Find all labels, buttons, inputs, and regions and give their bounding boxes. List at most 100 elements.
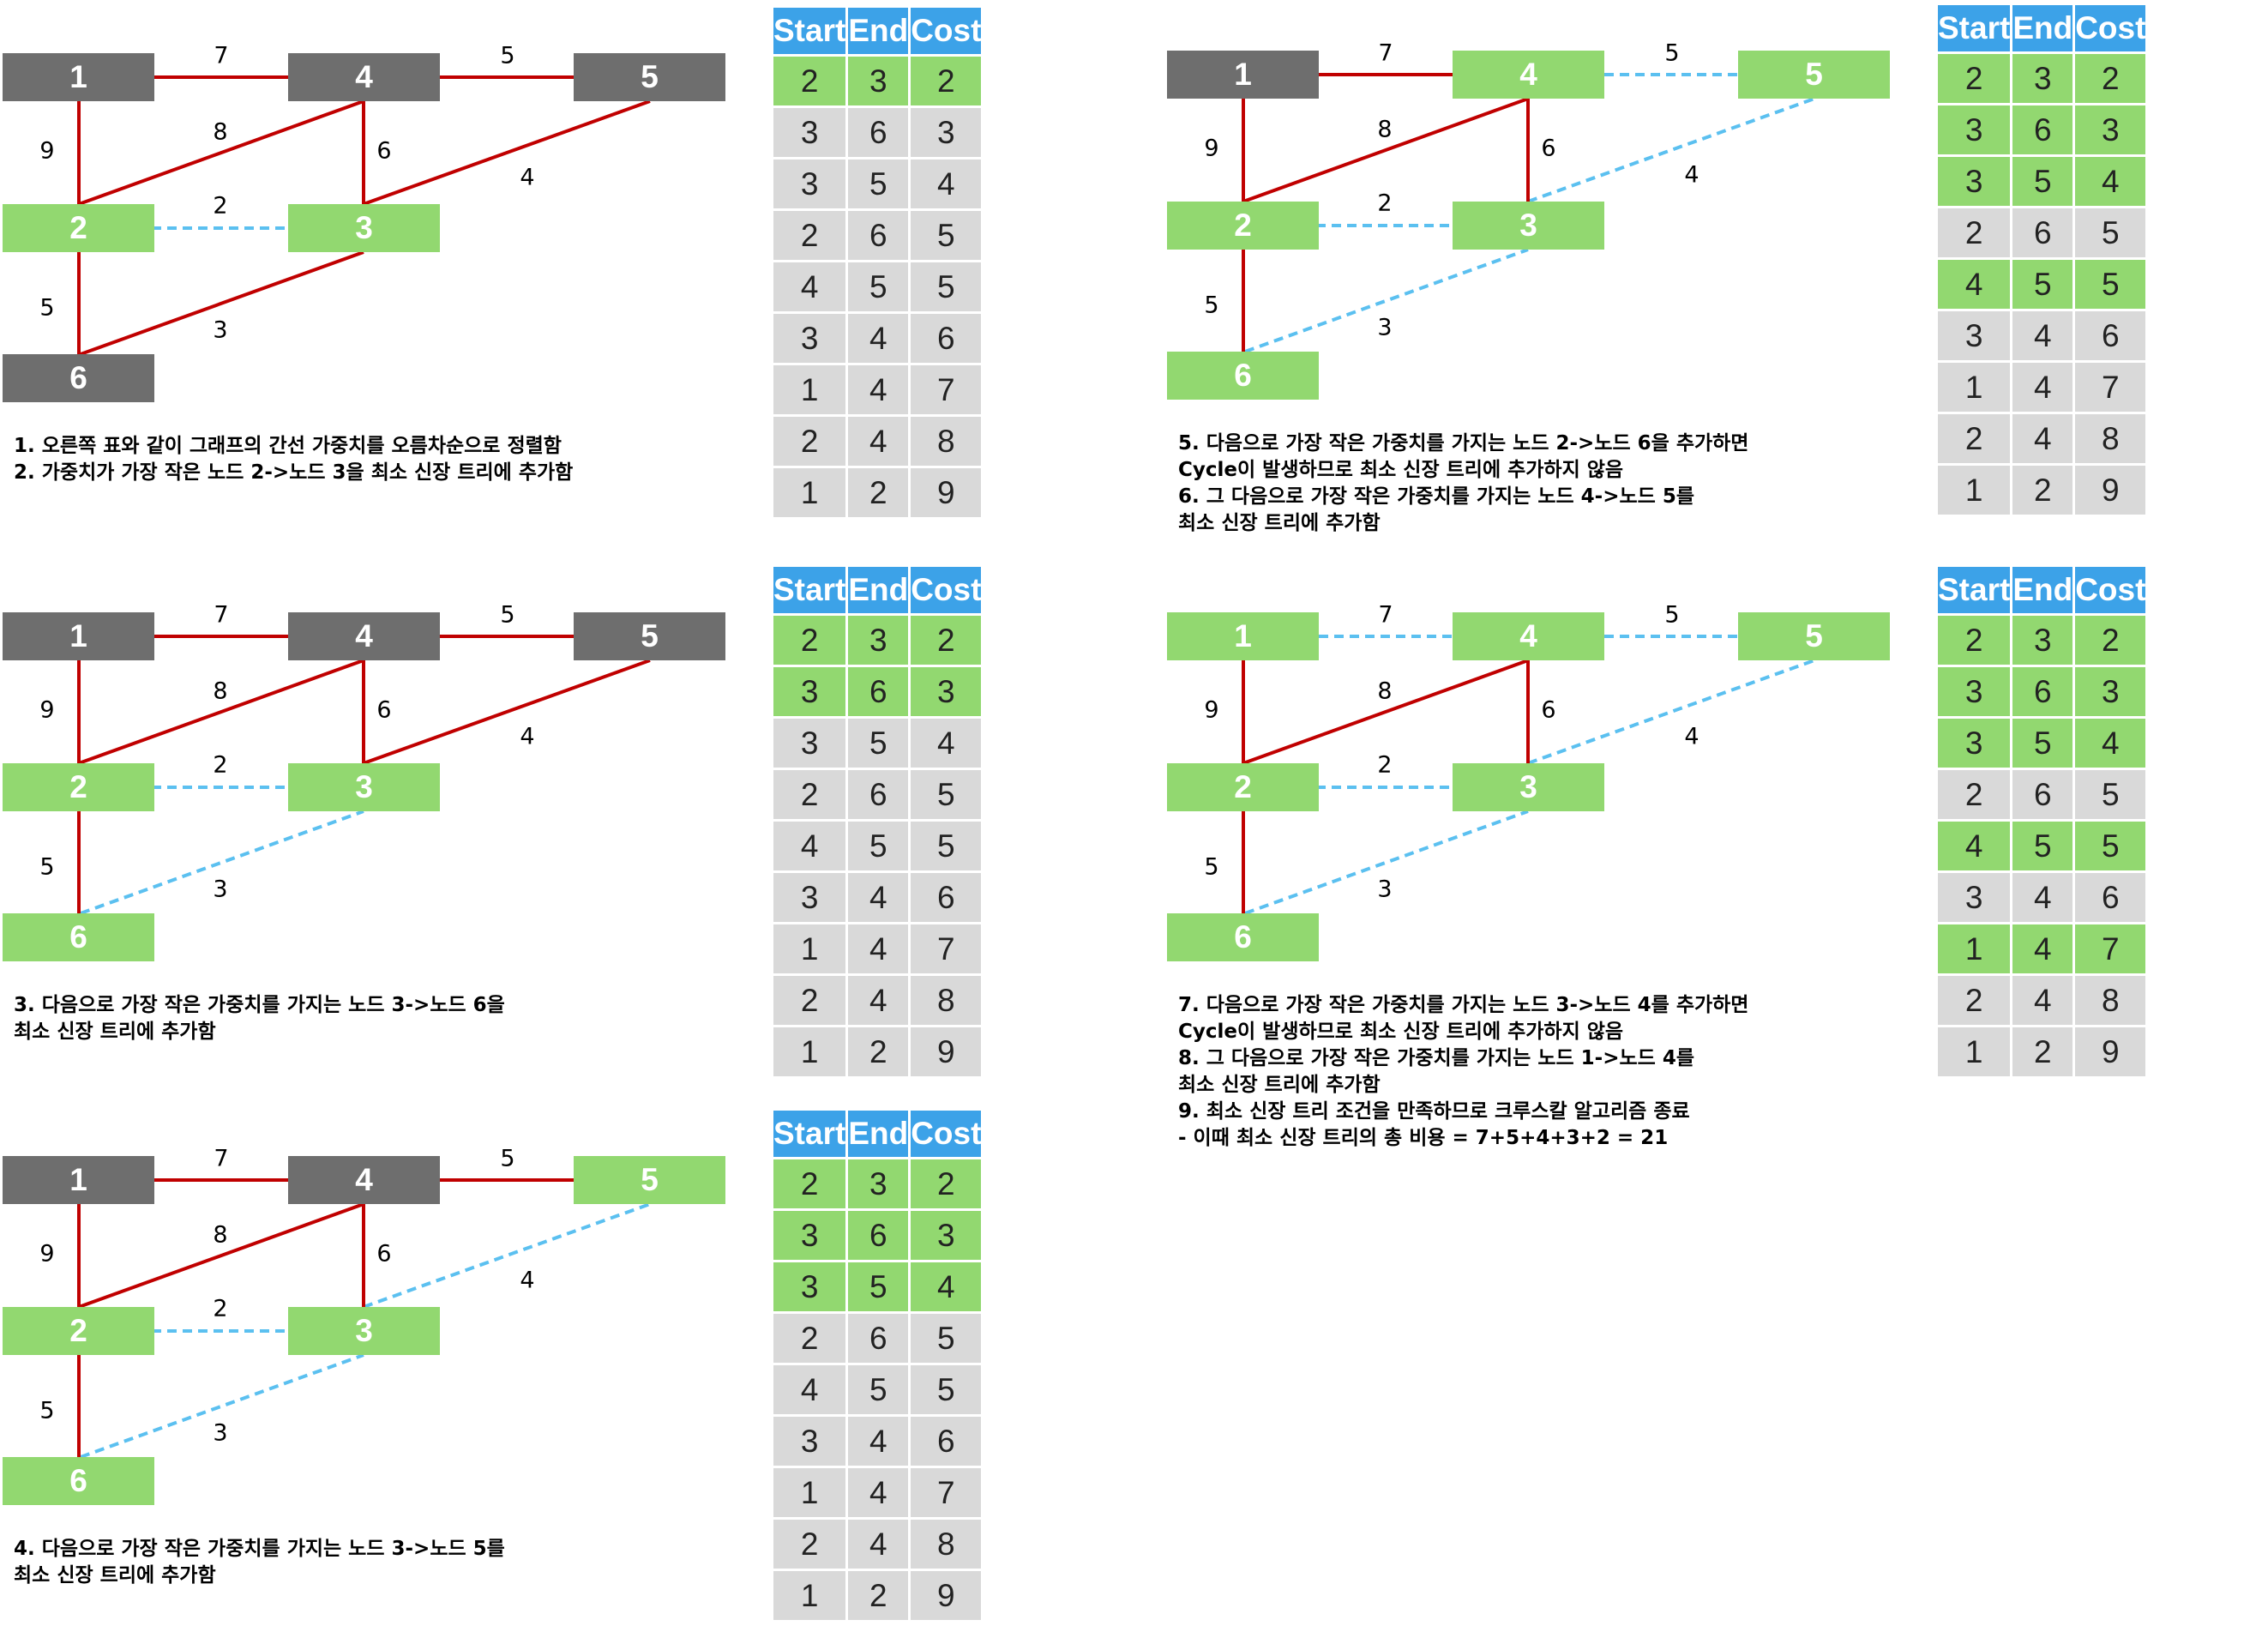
- cell-end: 4: [2012, 976, 2073, 1025]
- node-1: 1: [3, 1156, 154, 1204]
- cell-cost: 3: [2075, 667, 2146, 716]
- cell-cost: 5: [911, 1365, 982, 1414]
- cell-start: 3: [773, 1417, 846, 1466]
- node-1: 1: [1167, 612, 1319, 660]
- graph-edges: [77, 1178, 651, 1459]
- edge-2-4: [1242, 97, 1529, 203]
- cell-start: 3: [773, 314, 846, 363]
- cell-start: 3: [773, 108, 846, 157]
- cell-cost: 5: [2075, 260, 2146, 309]
- cell-cost: 2: [911, 616, 982, 665]
- cell-end: 4: [848, 924, 909, 973]
- cell-start: 2: [773, 770, 846, 819]
- description-line: - 이때 최소 신장 트리의 총 비용 = 7+5+4+3+2 = 21: [1178, 1127, 1669, 1149]
- cell-end: 6: [848, 667, 909, 716]
- cell-cost: 4: [911, 719, 982, 768]
- edge-weight-2-4: 8: [213, 677, 228, 705]
- description-line: 최소 신장 트리에 추가함: [1178, 1074, 1381, 1096]
- edge-weight-1-4: 7: [214, 601, 229, 629]
- cell-start: 2: [1938, 976, 2011, 1025]
- description-line: 1. 오른쪽 표와 같이 그래프의 간선 가중치를 오름차순으로 정렬함: [14, 435, 562, 457]
- cell-start: 3: [1938, 719, 2011, 768]
- cell-cost: 7: [2075, 924, 2146, 973]
- cell-end: 4: [848, 417, 909, 466]
- description-line: 7. 다음으로 가장 작은 가중치를 가지는 노드 3->노드 4를 추가하면: [1178, 994, 1749, 1016]
- cell-end: 2: [848, 1571, 909, 1620]
- node-5: 5: [574, 53, 725, 101]
- cell-cost: 7: [911, 924, 982, 973]
- edge-weight-1-4: 7: [1378, 601, 1393, 629]
- cell-cost: 5: [911, 262, 982, 311]
- cell-cost: 4: [911, 1262, 982, 1311]
- node-1: 1: [3, 612, 154, 660]
- cell-end: 5: [848, 160, 909, 208]
- column-header-end: End: [2012, 5, 2073, 51]
- cell-end: 4: [848, 314, 909, 363]
- edge-weight-3-5: 4: [1684, 723, 1699, 750]
- cell-start: 1: [1938, 924, 2011, 973]
- cell-end: 5: [848, 262, 909, 311]
- cell-end: 2: [848, 1027, 909, 1076]
- node-6: 6: [3, 354, 154, 402]
- edge-weight-3-4: 6: [376, 137, 392, 165]
- description-line: 9. 최소 신장 트리 조건을 만족하므로 크루스칼 알고리즘 종료: [1178, 1100, 1690, 1123]
- cell-start: 2: [1938, 54, 2011, 103]
- edge-weight-2-4: 8: [1377, 677, 1393, 705]
- column-header-start: Start: [773, 1111, 846, 1157]
- cell-end: 4: [2012, 873, 2073, 922]
- edge-weight-3-4: 6: [1541, 135, 1556, 162]
- cell-start: 4: [773, 262, 846, 311]
- cell-start: 3: [1938, 873, 2011, 922]
- description-line: Cycle이 발생하므로 최소 신장 트리에 추가하지 않음: [1178, 459, 1624, 481]
- cell-start: 1: [773, 1468, 846, 1517]
- node-5: 5: [1738, 51, 1890, 99]
- edge-weight-2-3: 2: [1377, 190, 1393, 217]
- cell-end: 5: [2012, 719, 2073, 768]
- cell-end: 5: [2012, 260, 2073, 309]
- description-line: 최소 신장 트리에 추가함: [1178, 512, 1381, 534]
- cell-end: 3: [2012, 616, 2073, 665]
- node-1: 1: [1167, 51, 1319, 99]
- node-4: 4: [1453, 51, 1604, 99]
- cell-start: 2: [773, 1159, 846, 1208]
- cell-cost: 5: [2075, 822, 2146, 870]
- edge-2-4: [78, 1202, 364, 1309]
- column-header-start: Start: [1938, 5, 2011, 51]
- edge-weight-4-5: 5: [1664, 39, 1680, 67]
- cell-end: 6: [848, 108, 909, 157]
- edge-weight-3-4: 6: [1541, 696, 1556, 724]
- edge-weight-4-5: 5: [500, 1145, 515, 1172]
- cell-end: 4: [2012, 414, 2073, 463]
- cell-end: 4: [848, 1520, 909, 1569]
- cell-end: 4: [2012, 924, 2073, 973]
- cell-end: 6: [2012, 667, 2073, 716]
- node-6: 6: [1167, 913, 1319, 961]
- node-5: 5: [574, 1156, 725, 1204]
- graph-edges: [1242, 73, 1815, 353]
- cell-start: 1: [773, 365, 846, 414]
- cell-start: 3: [773, 873, 846, 922]
- cell-start: 1: [1938, 466, 2011, 515]
